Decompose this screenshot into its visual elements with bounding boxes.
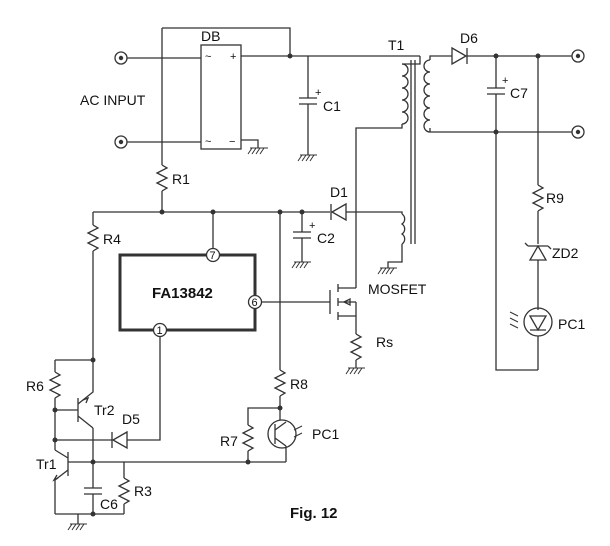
bridge-label: DB (201, 28, 220, 44)
bridge-plus-mark: + (230, 51, 236, 63)
transformer-t1 (400, 59, 431, 245)
resistor-r4 (48, 371, 62, 399)
transistor-tr1 (52, 449, 69, 482)
pc1-secondary-label: PC1 (558, 316, 585, 332)
bridge-ac2-mark: ~ (205, 136, 211, 148)
r4-label: R6 (26, 378, 44, 394)
ac-input-terminal-top[interactable] (114, 51, 128, 65)
ic-pin-1 (152, 322, 168, 338)
c7-plus-mark: + (502, 75, 508, 87)
resistor-r8 (273, 369, 287, 397)
mosfet-label: MOSFET (368, 281, 427, 297)
mosfet (329, 284, 356, 320)
ic-pin-1-label: 1 (157, 325, 163, 337)
ac-input-terminal-bottom[interactable] (114, 135, 128, 149)
diode-d6 (451, 46, 468, 66)
r3-label: R3 (134, 483, 152, 499)
pc1-primary-label: PC1 (312, 426, 339, 442)
optocoupler-transistor-pc1 (267, 419, 303, 449)
ic-name: FA13842 (152, 285, 213, 302)
ic-fa13842 (118, 253, 257, 332)
resistor-r6 (86, 224, 100, 252)
ic-pin-6-label: 6 (252, 297, 258, 309)
output-terminal-negative[interactable] (571, 125, 585, 139)
transformer-label: T1 (388, 37, 405, 53)
bridge-ac1-mark: ~ (205, 51, 211, 63)
transistor-tr2 (77, 385, 94, 429)
zener-zd2 (524, 242, 552, 261)
c7-label: C7 (510, 85, 528, 101)
figure-caption: Fig. 12 (290, 505, 338, 522)
c2-plus-mark: + (309, 220, 315, 232)
capacitor-c7 (487, 87, 505, 95)
diode-d5 (111, 430, 128, 450)
d1-label: D1 (330, 184, 348, 200)
bridge-rectifier (200, 44, 242, 150)
r1-label: R1 (172, 171, 190, 187)
resistor-r1 (155, 164, 169, 192)
c1-plus-mark: + (315, 87, 321, 99)
resistor-r7 (241, 424, 255, 452)
capacitor-c6 (84, 487, 102, 495)
c6-label: C6 (100, 496, 118, 512)
resistor-r9 (531, 184, 545, 212)
capacitor-c2 (293, 231, 311, 239)
ground-bridge-icon (247, 147, 268, 155)
ac-input-label: AC INPUT (80, 92, 146, 108)
resistor-r3 (117, 477, 131, 505)
tr1-label: Tr1 (36, 456, 57, 472)
rs-label: Rs (376, 334, 393, 350)
resistor-rs (349, 333, 363, 361)
r7-label: R7 (220, 433, 238, 449)
output-terminal-positive[interactable] (571, 49, 585, 63)
diode-d1 (330, 202, 347, 222)
r8-label: R8 (290, 376, 308, 392)
optocoupler-led-pc1 (509, 307, 553, 337)
tr2-label: Tr2 (94, 402, 115, 418)
c2-label: C2 (317, 230, 335, 246)
c1-label: C1 (323, 98, 341, 114)
zd2-label: ZD2 (552, 245, 579, 261)
ic-pin-7 (205, 247, 221, 263)
ic-pin-7-label: 7 (210, 250, 216, 262)
bridge-minus-mark: − (229, 136, 235, 148)
d6-label: D6 (460, 30, 478, 46)
r6-label: R4 (103, 231, 121, 247)
d5-label: D5 (122, 411, 140, 427)
r9-label: R9 (546, 190, 564, 206)
